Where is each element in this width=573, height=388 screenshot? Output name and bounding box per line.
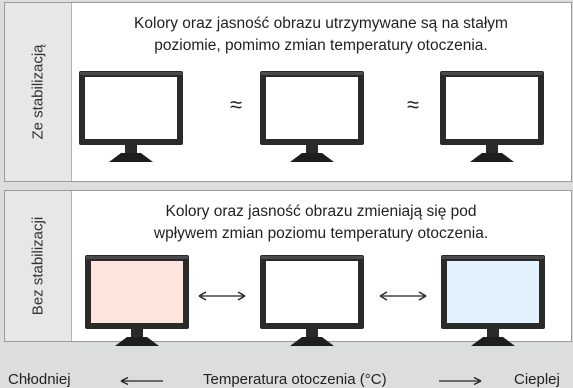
double-arrow-icon	[198, 291, 246, 301]
arrow-left-icon	[120, 376, 163, 386]
stabilized-side-label: Ze stabilizacją	[5, 3, 72, 181]
unstabilized-description: Kolory oraz jasność obrazu zmieniają się…	[71, 201, 571, 245]
monitor-stabilized-2	[260, 71, 364, 163]
monitor-stabilized-3	[440, 71, 544, 163]
approx-separator-2: ≈	[406, 92, 420, 117]
unstabilized-side-label: Bez stabilizacji	[5, 191, 72, 341]
unstabilized-panel: Bez stabilizacji Kolory oraz jasność obr…	[4, 190, 572, 346]
arrow-right-icon	[439, 376, 482, 386]
monitor-icon	[441, 255, 545, 346]
monitor-icon	[85, 255, 189, 346]
stabilized-description-line1: Kolory oraz jasność obrazu utrzymywane s…	[134, 15, 508, 32]
stabilized-label-text: Ze stabilizacją	[29, 44, 47, 140]
double-arrow-icon	[379, 291, 427, 301]
axis-left-label: Chłodniej	[8, 371, 71, 388]
unstabilized-description-line1: Kolory oraz jasność obrazu zmieniają się…	[165, 203, 477, 220]
monitor-icon	[260, 71, 364, 162]
stabilized-panel: Ze stabilizacją Kolory oraz jasność obra…	[4, 2, 572, 182]
monitor-warm	[441, 255, 545, 347]
unstabilized-description-line2: wpływem zmian poziomu temperatury otocze…	[153, 225, 489, 242]
temperature-axis: Chłodniej Temperatura otoczenia (°C) Cie…	[0, 348, 573, 388]
axis-center-label: Temperatura otoczenia (°C)	[203, 371, 387, 388]
monitor-cold	[85, 255, 189, 347]
monitor-icon	[79, 71, 183, 162]
stabilized-description-line2: poziomie, pomimo zmian temperatury otocz…	[154, 37, 488, 54]
approx-separator-1: ≈	[229, 92, 243, 117]
monitor-neutral	[260, 255, 364, 347]
monitor-icon	[440, 71, 544, 162]
monitor-stabilized-1	[79, 71, 183, 163]
stabilized-description: Kolory oraz jasność obrazu utrzymywane s…	[71, 13, 571, 57]
axis-right-label: Cieplej	[514, 371, 560, 388]
unstabilized-label-text: Bez stabilizacji	[29, 216, 47, 316]
monitor-icon	[260, 255, 364, 346]
